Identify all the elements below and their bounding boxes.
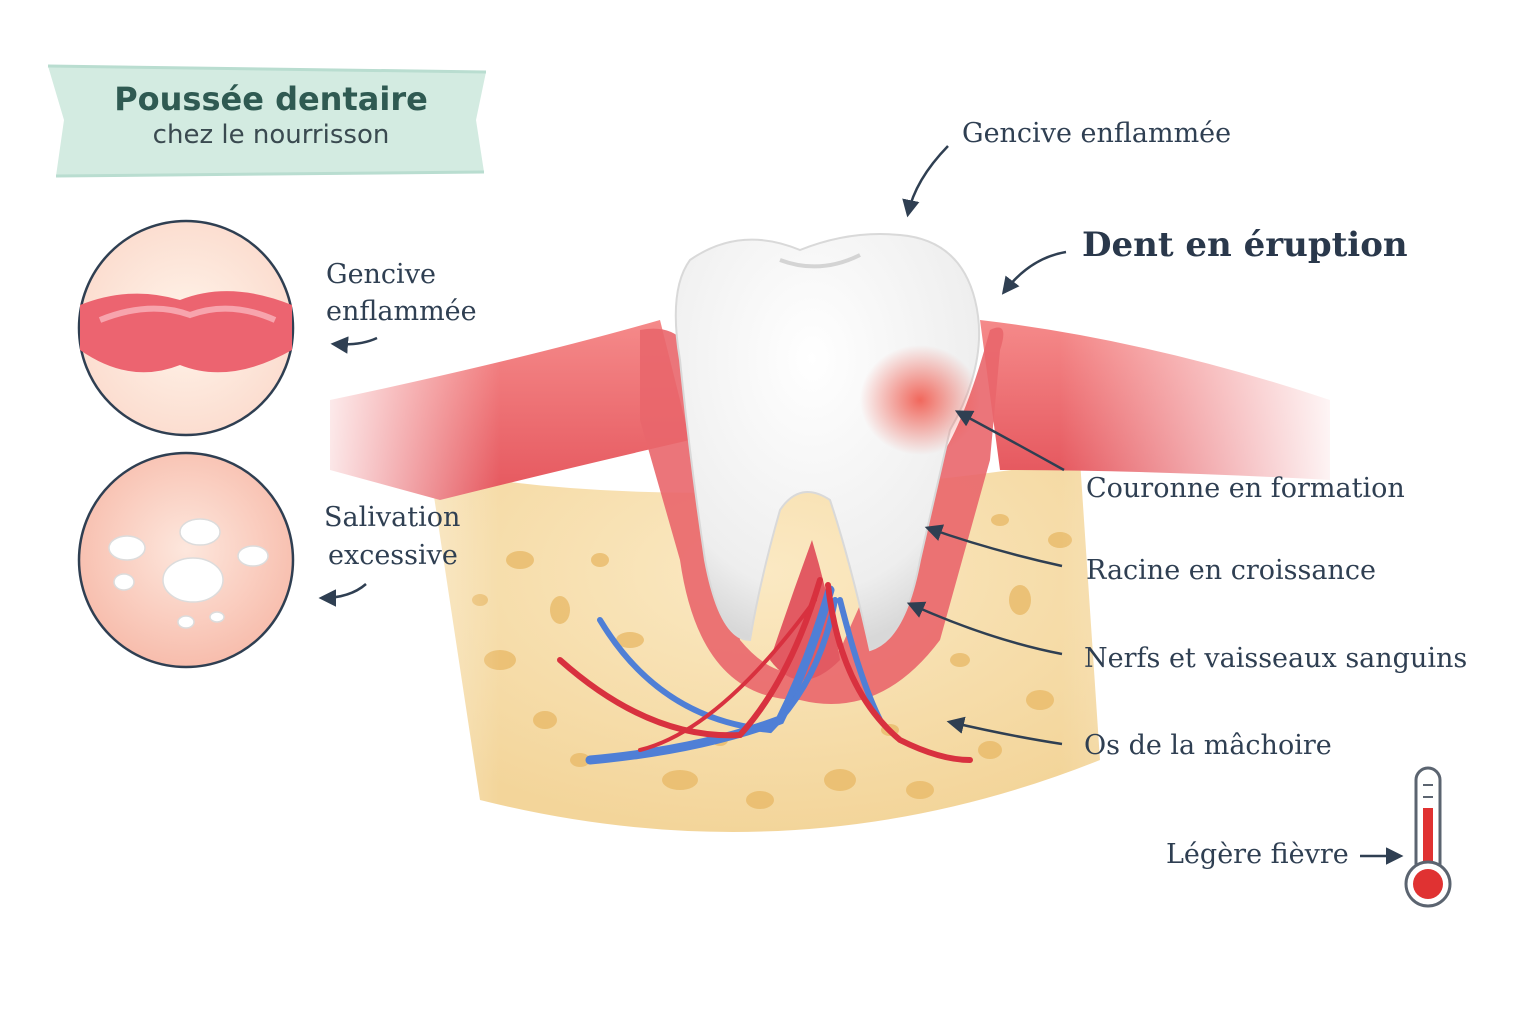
arrow-erupting-tooth bbox=[1001, 250, 1067, 295]
label-fever: Légère fièvre bbox=[1166, 839, 1349, 870]
thermometer-icon bbox=[1404, 766, 1452, 908]
arrow-root bbox=[924, 524, 1063, 568]
bone-pores bbox=[472, 514, 1072, 809]
title: Poussée dentaire chez le nourrisson bbox=[56, 70, 486, 174]
callout-arrows bbox=[318, 145, 1404, 865]
title-banner bbox=[47, 64, 487, 178]
arrow-symptom-1 bbox=[330, 336, 378, 354]
label-erupting-tooth: Dent en éruption bbox=[1082, 225, 1408, 265]
erupting-tooth bbox=[674, 233, 981, 652]
arrow-nerves bbox=[906, 601, 1063, 656]
title-main: Poussée dentaire bbox=[114, 80, 428, 118]
label-jaw-bone: Os de la mâchoire bbox=[1084, 730, 1332, 761]
symptom-1-line2: enflammée bbox=[326, 296, 477, 327]
label-root: Racine en croissance bbox=[1086, 555, 1376, 586]
symptom-1-line1: Gencive bbox=[326, 259, 436, 290]
arrow-gum-top bbox=[902, 145, 949, 218]
title-sub: chez le nourrisson bbox=[152, 120, 390, 150]
arrow-crown bbox=[954, 410, 1065, 472]
arrow-bone bbox=[946, 716, 1063, 746]
arrow-symptom-2 bbox=[318, 583, 367, 607]
symptom-2-line1: Salivation bbox=[324, 502, 461, 533]
nerves-vessels bbox=[557, 577, 973, 765]
saliva-drops-icon bbox=[77, 451, 295, 669]
swollen-gum-icon bbox=[77, 219, 295, 437]
symptom-2-line2: excessive bbox=[328, 540, 458, 571]
label-crown: Couronne en formation bbox=[1086, 473, 1405, 504]
label-nerves: Nerfs et vaisseaux sanguins bbox=[1084, 643, 1468, 674]
label-gum-top: Gencive enflammée bbox=[962, 118, 1232, 149]
